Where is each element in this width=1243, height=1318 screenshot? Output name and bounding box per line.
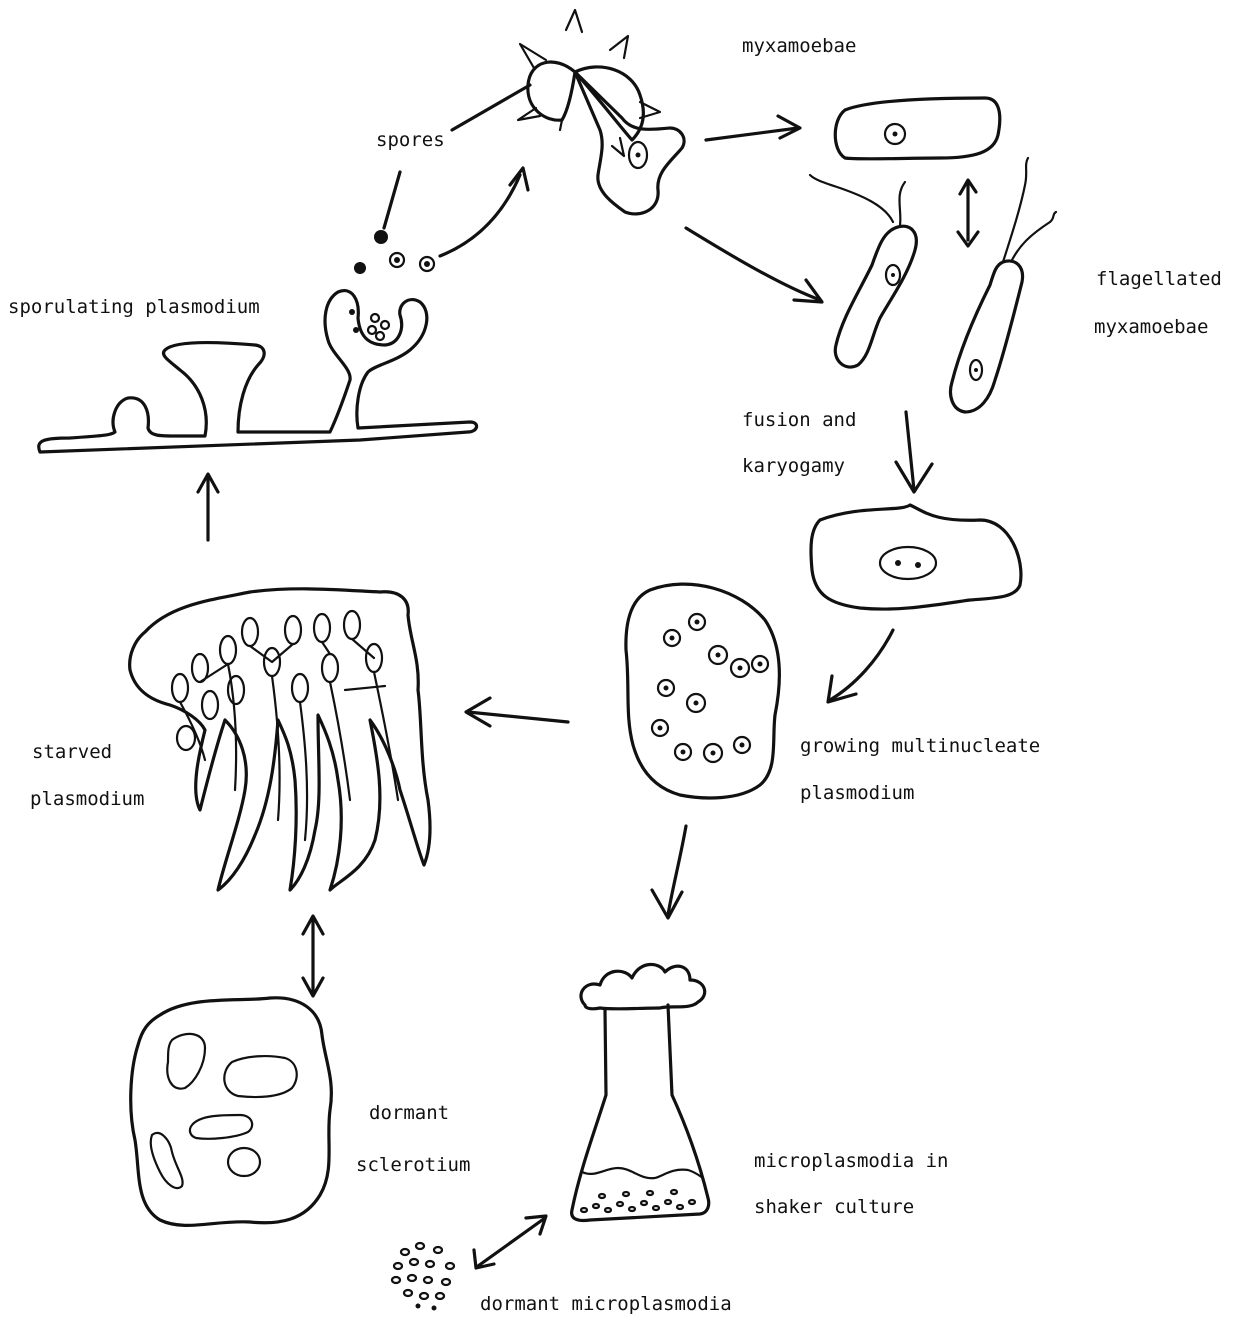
label-micro-line2: shaker culture [754, 1196, 914, 1218]
dormant-sclerotium-drawing [131, 998, 332, 1226]
dormant-microplasmodia-drawing [392, 1243, 454, 1311]
arrow-starved-to-sporulating [198, 474, 218, 540]
arrow-myxamoeba-flagellated-reversible [958, 180, 978, 246]
label-growing-line2: plasmodium [800, 782, 914, 804]
arrow-spores-label-to-dots [384, 172, 400, 228]
arrow-dots-to-spore [440, 168, 528, 256]
shaker-flask-drawing [572, 964, 709, 1220]
arrow-flask-dormant-micro-reversible [474, 1216, 546, 1268]
arrow-growing-to-starved [466, 698, 568, 726]
label-starved-line2: plasmodium [30, 788, 144, 810]
label-spores: spores [376, 129, 445, 151]
flagellated-myxamoeba-drawing-1 [810, 175, 916, 367]
label-sporulating-plasmodium: sporulating plasmodium [8, 296, 260, 318]
label-fusion-line2: karyogamy [742, 455, 845, 477]
zygote-cell-drawing [811, 505, 1021, 609]
arrow-fusion-to-zygote [896, 412, 932, 492]
arrow-spores-to-spore [452, 85, 530, 130]
myxamoeba-cell-drawing [835, 98, 1000, 159]
arrow-growing-to-flask [652, 826, 686, 918]
arrow-amoeba-to-flagellated [686, 228, 822, 302]
label-flagellated-line1: flagellated [1096, 268, 1222, 290]
label-dormant-line1: dormant [369, 1102, 449, 1124]
label-growing-line1: growing multinucleate [800, 735, 1040, 757]
arrow-zygote-to-growing [828, 630, 893, 702]
label-dormant-line2: sclerotium [356, 1154, 470, 1176]
flagellated-myxamoeba-drawing-2 [951, 158, 1056, 412]
label-starved-line1: starved [32, 741, 112, 763]
label-myxamoebae: myxamoebae [742, 35, 856, 57]
label-dormant-microplasmodia: dormant microplasmodia [480, 1293, 732, 1315]
spore-germinating-drawing [518, 10, 684, 214]
arrow-starved-sclerotium-reversible [303, 916, 323, 996]
arrow-amoeba-to-myxamoeba [706, 116, 800, 140]
label-micro-line1: microplasmodia in [754, 1150, 948, 1172]
label-flagellated-line2: myxamoebae [1094, 316, 1208, 338]
label-fusion-line1: fusion and [742, 409, 856, 431]
growing-plasmodium-drawing [626, 584, 780, 798]
starved-plasmodium-drawing [130, 589, 430, 890]
spore-dots-drawing [354, 230, 434, 274]
